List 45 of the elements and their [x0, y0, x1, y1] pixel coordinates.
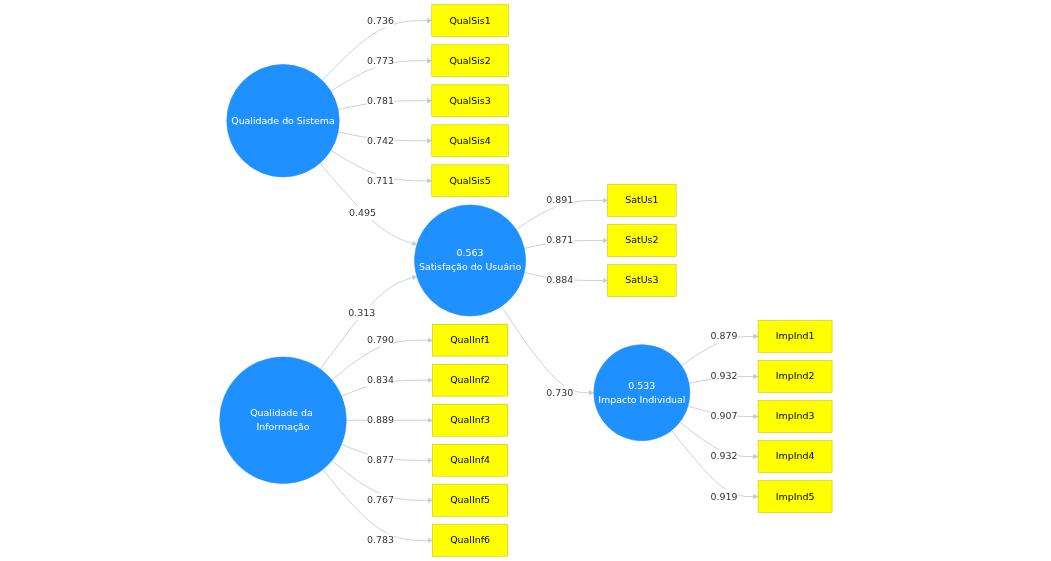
node-box: SatUs1 — [606, 184, 677, 217]
edge-label: 0.907 — [710, 410, 738, 422]
node-box: QualInf3 — [431, 404, 508, 437]
edge-label: 0.919 — [710, 490, 738, 502]
edge-label: 0.790 — [366, 334, 394, 346]
node-box: SatUs3 — [606, 264, 677, 297]
node-box: QualSis2 — [431, 44, 509, 77]
node-box: QualSis4 — [431, 124, 509, 157]
edge-label: 0.891 — [545, 194, 573, 206]
edge-label: 0.730 — [545, 386, 573, 398]
edge-label: 0.889 — [366, 414, 394, 426]
edge-label: 0.711 — [366, 174, 394, 187]
edge-label: 0.767 — [366, 494, 394, 506]
node-box: QualSis1 — [431, 4, 509, 37]
edge-label: 0.313 — [347, 307, 375, 319]
node-box: ImpInd2 — [757, 360, 832, 393]
edge-label: 0.736 — [366, 14, 394, 26]
node-box: ImpInd3 — [757, 400, 832, 433]
edge-label: 0.495 — [348, 206, 376, 219]
node-box: QualInf5 — [431, 484, 508, 517]
node-box: QualInf2 — [431, 364, 508, 397]
edge-label: 0.877 — [366, 454, 394, 466]
node-box: QualSis5 — [431, 164, 509, 197]
node-box: ImpInd5 — [757, 480, 832, 513]
node-box: QualSis3 — [431, 84, 509, 117]
node-circle: 0.563 Satisfação do Usuário — [413, 204, 526, 317]
edge-label: 0.781 — [366, 94, 394, 106]
edge-label: 0.783 — [366, 534, 394, 546]
edge-label: 0.932 — [710, 450, 738, 462]
edge-label: 0.871 — [545, 234, 573, 246]
edge-label: 0.932 — [710, 370, 738, 382]
node-box: ImpInd4 — [757, 440, 832, 473]
edge-label: 0.742 — [366, 134, 394, 147]
edge-label: 0.773 — [366, 54, 394, 66]
edge-label: 0.879 — [710, 330, 738, 342]
node-circle: 0.533 Impacto Individual — [593, 344, 690, 442]
node-circle: Qualidade do Sistema — [226, 64, 340, 178]
node-box: ImpInd1 — [757, 320, 832, 353]
node-box: QualInf1 — [431, 324, 508, 357]
node-box: QualInf6 — [431, 524, 508, 557]
edge-label: 0.884 — [545, 274, 573, 286]
node-box: SatUs2 — [606, 224, 677, 257]
node-circle: Qualidade da Informação — [219, 356, 347, 484]
node-box: QualInf4 — [431, 444, 508, 477]
edge-label: 0.834 — [366, 374, 394, 386]
